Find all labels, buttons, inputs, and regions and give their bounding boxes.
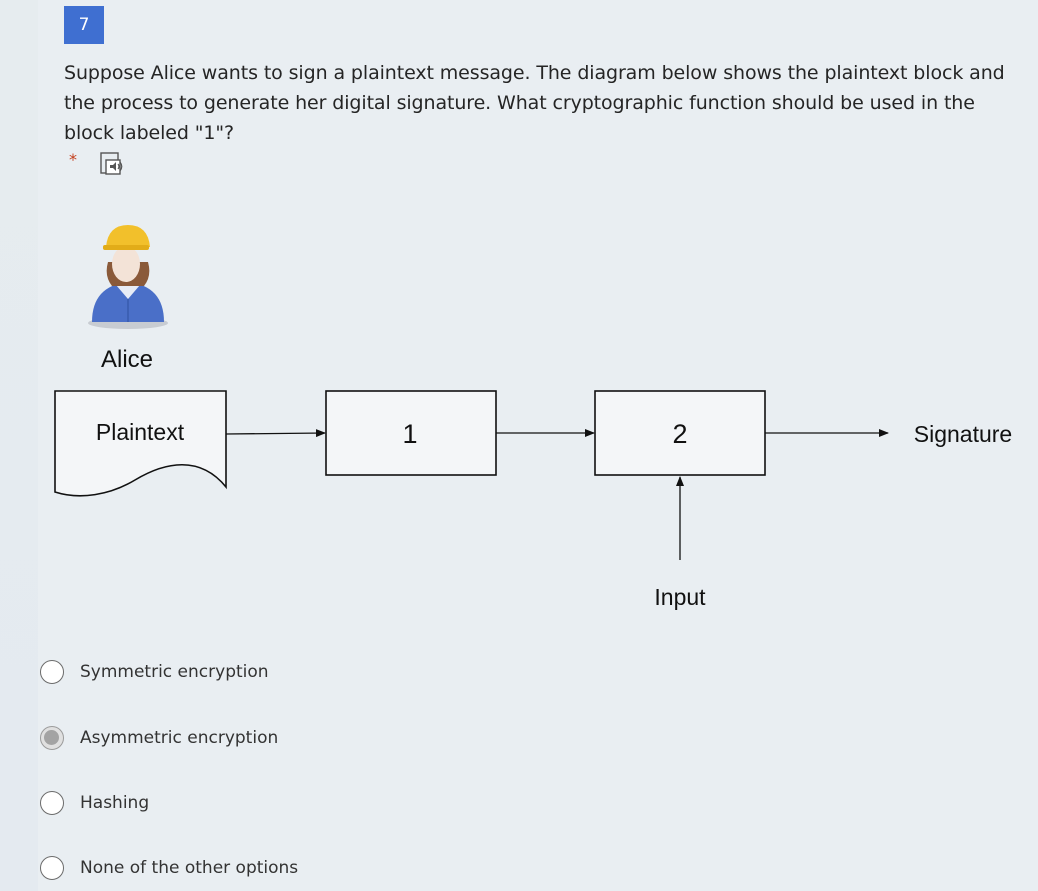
person-label: Alice (101, 346, 153, 373)
block-1 (325, 390, 497, 476)
block-2 (594, 390, 766, 476)
plaintext-label: Plaintext (96, 419, 185, 445)
option-label: Hashing (80, 793, 150, 813)
radio-button[interactable] (40, 856, 64, 880)
required-mark: * (69, 150, 77, 169)
option-none-of-the-other-options[interactable]: None of the other options (40, 853, 298, 883)
block1-label: 1 (402, 419, 417, 449)
option-label: Asymmetric encryption (80, 728, 279, 748)
option-label: None of the other options (80, 858, 299, 878)
signature-diagram: Alice Plaintext 1 2 Signature Input (54, 225, 1012, 610)
option-asymmetric-encryption[interactable]: Asymmetric encryption (40, 723, 278, 753)
speaker-icon[interactable] (99, 151, 131, 177)
option-hashing[interactable]: Hashing (40, 788, 149, 818)
block2-label: 2 (672, 419, 687, 449)
output-label: Signature (914, 421, 1012, 447)
question-text: Suppose Alice wants to sign a plaintext … (64, 62, 1005, 144)
option-symmetric-encryption[interactable]: Symmetric encryption (40, 657, 269, 687)
input-label: Input (654, 584, 706, 610)
radio-button-selected[interactable] (40, 726, 64, 750)
plaintext-document (54, 390, 227, 497)
arrow-plaintext-to-block1 (225, 429, 326, 438)
alice-avatar-icon (88, 225, 168, 329)
option-label: Symmetric encryption (80, 662, 269, 682)
question-number-badge: 7 (64, 6, 104, 44)
radio-button[interactable] (40, 660, 64, 684)
radio-button[interactable] (40, 791, 64, 815)
